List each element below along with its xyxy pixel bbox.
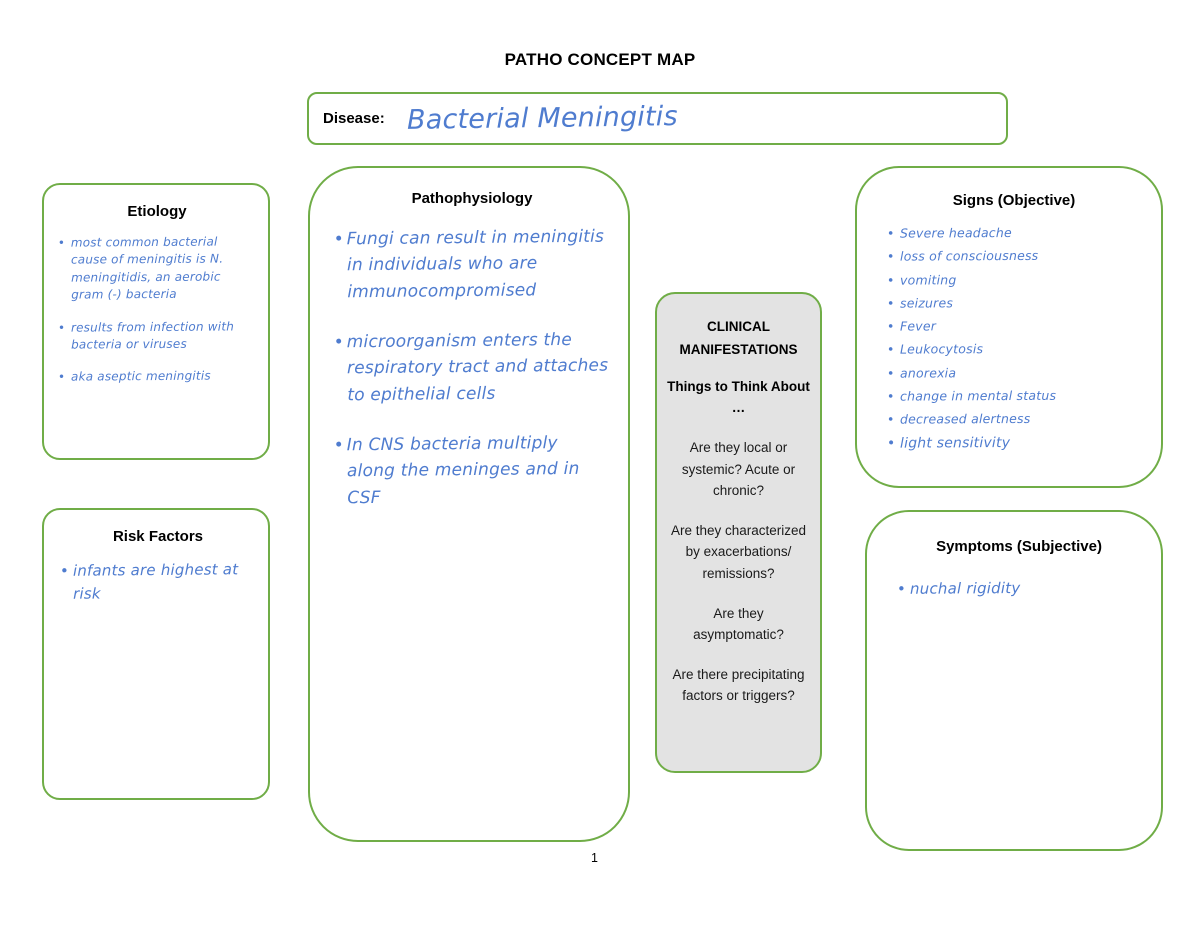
risk-factors-box: Risk Factors infants are highest at risk bbox=[42, 508, 270, 800]
sign-item: seizures bbox=[887, 294, 1141, 312]
clinical-question: Are they characterized by exacerbations/… bbox=[670, 522, 807, 582]
page-number: 1 bbox=[591, 851, 598, 865]
signs-title: Signs (Objective) bbox=[952, 192, 1076, 209]
page-title: PATHO CONCEPT MAP bbox=[504, 50, 696, 69]
sign-item: light sensitivity bbox=[887, 434, 1141, 454]
etiology-item: most common bacterial cause of meningiti… bbox=[58, 233, 256, 304]
clinical-manifestations-box: CLINICAL MANIFESTATIONS Things to Think … bbox=[655, 292, 822, 773]
clinical-manifestations-title: CLINICAL MANIFESTATIONS bbox=[679, 319, 798, 357]
symptoms-list: nuchal rigidity bbox=[897, 577, 1141, 600]
pathophysiology-list: Fungi can result in meningitis in indivi… bbox=[334, 225, 610, 510]
signs-objective-box: Signs (Objective) Severe headache loss of… bbox=[855, 166, 1163, 488]
clinical-question: Are they asymptomatic? bbox=[693, 605, 784, 643]
symptoms-title: Symptoms (Subjective) bbox=[936, 538, 1102, 555]
sign-item: Leukocytosis bbox=[887, 341, 1141, 359]
symptom-item: nuchal rigidity bbox=[897, 576, 1141, 600]
clinical-manifestations-subtitle: Things to Think About … bbox=[667, 378, 810, 416]
disease-value-handwritten: Bacterial Meningitis bbox=[406, 101, 678, 136]
sign-item: vomiting bbox=[887, 271, 1141, 289]
sign-item: Severe headache bbox=[887, 224, 1141, 242]
clinical-manifestations-questions: Are they local or systemic? Acute or chr… bbox=[667, 437, 810, 707]
risk-factors-title: Risk Factors bbox=[112, 528, 204, 545]
risk-factor-item: infants are highest at risk bbox=[60, 558, 256, 605]
etiology-item: aka aseptic meningitis bbox=[58, 368, 256, 387]
pathophysiology-box: Pathophysiology Fungi can result in meni… bbox=[308, 166, 630, 842]
clinical-question: Are there precipitating factors or trigg… bbox=[672, 666, 805, 704]
disease-box: Disease: Bacterial Meningitis bbox=[307, 92, 1008, 145]
disease-label: Disease: bbox=[323, 110, 385, 127]
pathophysiology-item: In CNS bacteria multiply along the menin… bbox=[334, 430, 611, 512]
etiology-list: most common bacterial cause of meningiti… bbox=[58, 234, 256, 386]
risk-factors-list: infants are highest at risk bbox=[60, 559, 256, 604]
sign-item: change in mental status bbox=[887, 387, 1141, 405]
symptoms-subjective-box: Symptoms (Subjective) nuchal rigidity bbox=[865, 510, 1163, 851]
clinical-question: Are they local or systemic? Acute or chr… bbox=[681, 440, 796, 499]
etiology-title: Etiology bbox=[127, 203, 187, 220]
sign-item: loss of consciousness bbox=[887, 248, 1141, 266]
signs-list: Severe headache loss of consciousness vomi… bbox=[887, 225, 1141, 452]
sign-item: anorexia bbox=[887, 364, 1141, 382]
pathophysiology-item: Fungi can result in meningitis in indivi… bbox=[334, 224, 611, 306]
pathophysiology-item: microorganism enters the respiratory tra… bbox=[334, 327, 611, 409]
etiology-box: Etiology most common bacterial cause of … bbox=[42, 183, 270, 460]
etiology-item: results from infection with bacteria or … bbox=[58, 318, 256, 354]
sign-item: decreased alertness bbox=[887, 410, 1141, 428]
pathophysiology-title: Pathophysiology bbox=[411, 190, 533, 207]
sign-item: Fever bbox=[887, 317, 1141, 335]
